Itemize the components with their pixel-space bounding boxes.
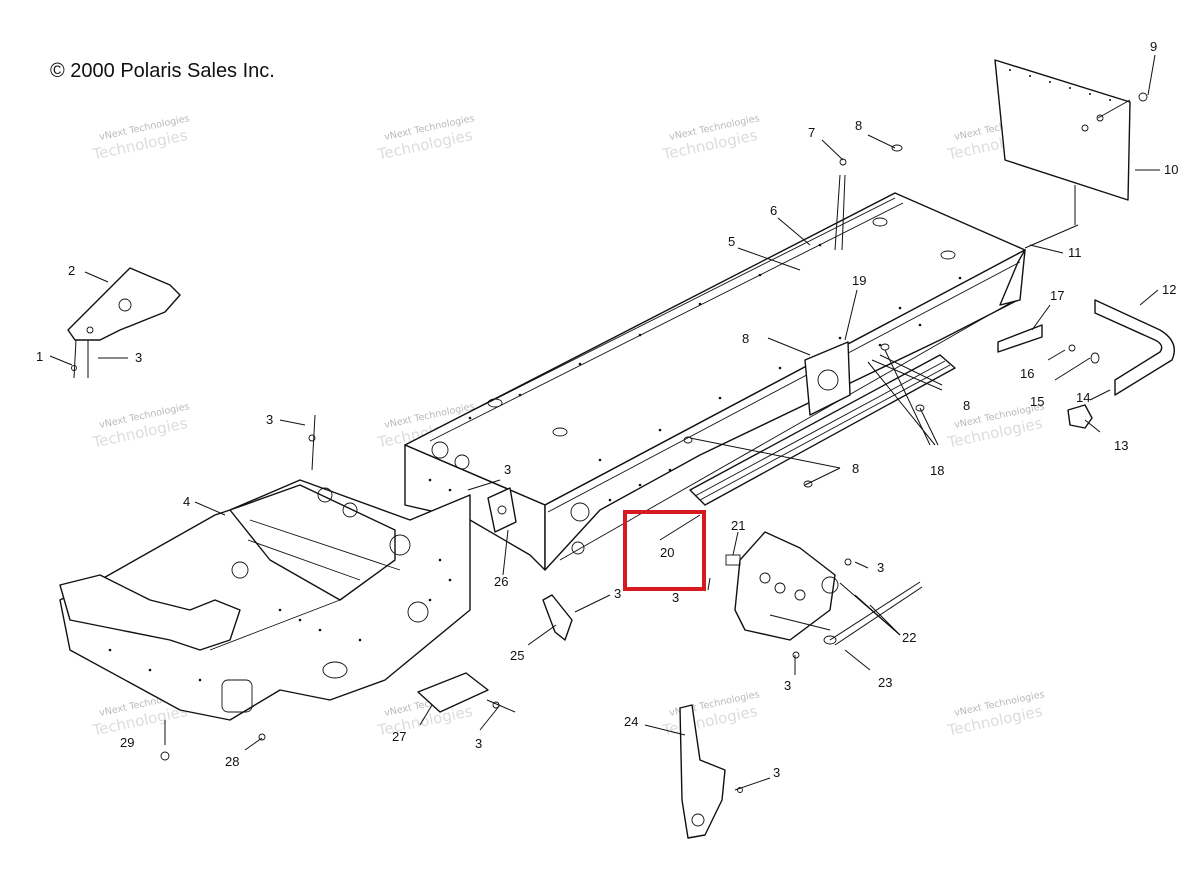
callout-3-bracket22: 3 <box>877 560 884 575</box>
callout-1: 1 <box>36 349 43 364</box>
bracket-part-25 <box>542 594 573 641</box>
callout-3-bracket: 3 <box>135 350 142 365</box>
callout-4: 4 <box>183 494 190 509</box>
callout-8-rail: 8 <box>852 461 859 476</box>
callout-10: 10 <box>1164 162 1178 177</box>
callout-22: 22 <box>902 630 916 645</box>
callout-3-bulkhead: 3 <box>266 412 273 427</box>
callout-15: 15 <box>1030 394 1044 409</box>
callout-11: 11 <box>1068 245 1082 260</box>
callout-3-bracket25: 3 <box>614 586 621 601</box>
callout-14: 14 <box>1076 390 1090 405</box>
callout-21: 21 <box>731 518 745 533</box>
tunnel-part <box>404 192 1043 571</box>
callout-3-lower: 3 <box>784 678 791 693</box>
callout-8-top: 8 <box>855 118 862 133</box>
callout-3-tunnel: 3 <box>504 462 511 477</box>
snow-flap-part <box>994 59 1131 201</box>
plate-part-26 <box>487 487 517 533</box>
callout-23: 23 <box>878 675 892 690</box>
bracket-part-2 <box>67 267 181 341</box>
callout-3-plate27: 3 <box>475 736 482 751</box>
callout-20: 20 <box>660 545 674 560</box>
callout-19: 19 <box>852 273 866 288</box>
bracket-part-22 <box>725 531 923 646</box>
callout-2: 2 <box>68 263 75 278</box>
callout-24: 24 <box>624 714 638 729</box>
bumper-cap-part <box>1067 404 1093 429</box>
callout-5: 5 <box>728 234 735 249</box>
callout-7: 7 <box>808 125 815 140</box>
callout-8-rear: 8 <box>963 398 970 413</box>
callout-3-bracket24: 3 <box>773 765 780 780</box>
callout-18: 18 <box>930 463 944 478</box>
callout-26: 26 <box>494 574 508 589</box>
callout-12: 12 <box>1162 282 1176 297</box>
callout-8-plate: 8 <box>742 331 749 346</box>
callout-labels: 9 10 11 12 13 14 15 16 17 18 19 8 8 8 8 … <box>36 39 1178 780</box>
callout-25: 25 <box>510 648 524 663</box>
rear-bumper-part <box>1094 299 1175 396</box>
bulkhead-part <box>59 479 471 721</box>
plate-part-27 <box>417 672 489 713</box>
bracket-part-24 <box>679 704 726 839</box>
fastener-marks <box>71 92 1148 793</box>
highlight-box <box>623 510 706 591</box>
leader-lines <box>49 54 1160 791</box>
callout-6: 6 <box>770 203 777 218</box>
copyright-notice: © 2000 Polaris Sales Inc. <box>50 60 275 82</box>
callout-29: 29 <box>120 735 134 750</box>
callout-13: 13 <box>1114 438 1128 453</box>
callout-27: 27 <box>392 729 406 744</box>
callout-3-highlight: 3 <box>672 590 679 605</box>
callout-28: 28 <box>225 754 239 769</box>
callout-17: 17 <box>1050 288 1064 303</box>
callout-9: 9 <box>1150 39 1157 54</box>
callout-16: 16 <box>1020 366 1034 381</box>
